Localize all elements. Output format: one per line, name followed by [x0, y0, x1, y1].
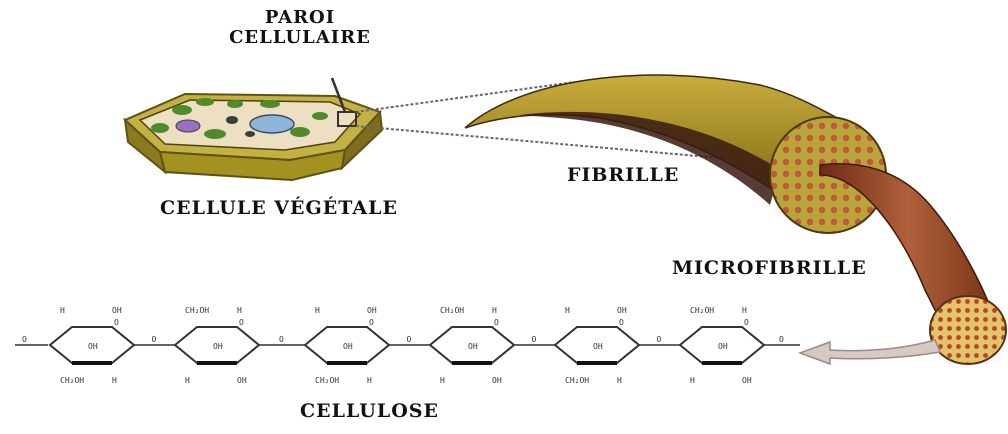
sub-h: H [112, 376, 117, 385]
label-paroi-cellulaire: PAROI CELLULAIRE [210, 8, 390, 48]
label-microfibrille: MICROFIBRILLE [672, 257, 867, 279]
ring-oh: OH [343, 342, 353, 351]
link-o: O [657, 335, 662, 344]
chain-o: O [22, 335, 27, 344]
ring-o: O [619, 318, 624, 327]
microfibril-end [930, 296, 1006, 364]
sub-ch2oh: CH₂OH [315, 376, 339, 385]
sub-oh: OH [367, 306, 377, 315]
sub-oh: OH [742, 376, 752, 385]
sub-h: H [492, 306, 497, 315]
sub-h: H [617, 376, 622, 385]
label-cellule-vegetale: CELLULE VÉGÉTALE [160, 197, 398, 219]
ring-o: O [744, 318, 749, 327]
sub-h: H [367, 376, 372, 385]
sub-h: H [237, 306, 242, 315]
ring-oh: OH [593, 342, 603, 351]
ring-o: O [239, 318, 244, 327]
label-fibrille: FIBRILLE [567, 164, 679, 186]
link-o: O [532, 335, 537, 344]
ring-o: O [369, 318, 374, 327]
ring-o: O [494, 318, 499, 327]
ring-oh: OH [718, 342, 728, 351]
ring-oh: OH [468, 342, 478, 351]
sub-h: H [690, 376, 695, 385]
sub-h: H [315, 306, 320, 315]
sub-oh: OH [237, 376, 247, 385]
sub-h: H [60, 306, 65, 315]
sub-ch2oh: CH₂OH [565, 376, 589, 385]
sub-ch2oh: CH₂OH [60, 376, 84, 385]
link-o: O [279, 335, 284, 344]
link-o: O [152, 335, 157, 344]
plant-cell [125, 78, 382, 180]
label-cellulose: CELLULOSE [300, 400, 439, 422]
label-paroi-line2: CELLULAIRE [210, 28, 390, 48]
sub-ch2oh: CH₂OH [440, 306, 464, 315]
link-o: O [779, 335, 784, 344]
sub-oh: OH [112, 306, 122, 315]
sub-ch2oh: CH₂OH [690, 306, 714, 315]
arrow-to-cellulose [800, 340, 940, 364]
sub-h: H [440, 376, 445, 385]
ring-oh: OH [213, 342, 223, 351]
sub-ch2oh: CH₂OH [185, 306, 209, 315]
ring-o: O [114, 318, 119, 327]
sub-h: H [565, 306, 570, 315]
sub-oh: OH [492, 376, 502, 385]
label-paroi-line1: PAROI [210, 8, 390, 28]
sub-h: H [185, 376, 190, 385]
sub-h: H [742, 306, 747, 315]
ring-oh: OH [88, 342, 98, 351]
link-o: O [407, 335, 412, 344]
sub-oh: OH [617, 306, 627, 315]
